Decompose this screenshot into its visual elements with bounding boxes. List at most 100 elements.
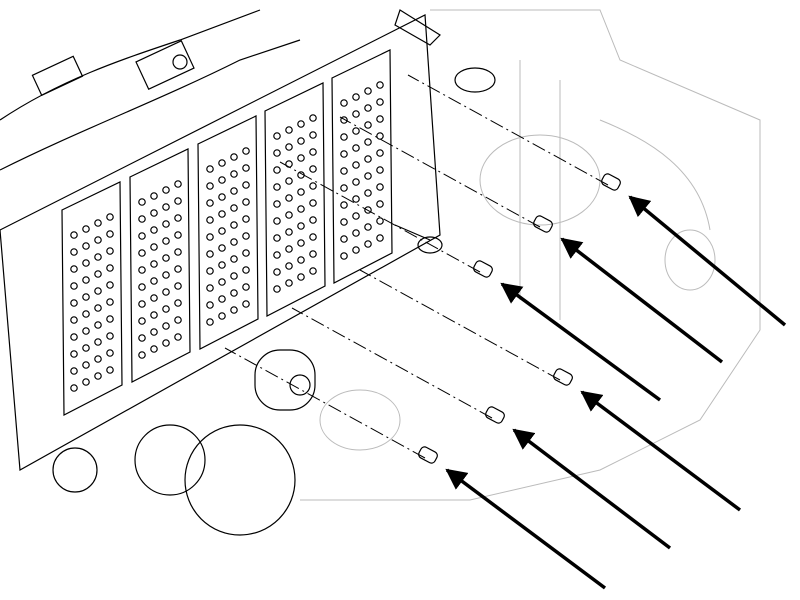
connector-pin [150,192,158,200]
connector-pin [364,172,372,180]
connector-pin [273,285,281,293]
connector-pin [352,144,360,152]
connector-pin [230,204,238,212]
connector-pin [285,177,293,185]
connector-pin [106,264,114,272]
centerline [339,116,541,228]
direction-arrow [560,237,724,364]
connector-pin [352,246,360,254]
connector-pin [174,197,182,205]
connector-pin [150,277,158,285]
connector-pin [340,99,348,107]
connector-pin [94,236,102,244]
connector-block [331,49,393,284]
connector-pin [94,287,102,295]
connector-pin [70,316,78,324]
connector-pin [174,214,182,222]
connector-pin [70,265,78,273]
connector-pin [364,121,372,129]
connector-pin [285,194,293,202]
connector-pin [352,178,360,186]
connector-pin [206,267,214,275]
connector-pin [206,182,214,190]
connector-pin [82,310,90,318]
connector-pin [218,312,226,320]
connector-pin [340,235,348,243]
connector-pin [174,316,182,324]
connector-pin [70,367,78,375]
connector-pin [94,270,102,278]
connector-pin [242,215,250,223]
connector-pin [309,267,317,275]
connector-pin [150,226,158,234]
screw-icon [418,446,438,464]
connector-pin [162,339,170,347]
connector-block [61,181,123,416]
connector-pin [230,170,238,178]
direction-arrow [500,282,662,402]
connector-pin [82,242,90,250]
connector-pin [352,127,360,135]
connector-pin [138,300,146,308]
connector-pin [364,155,372,163]
connector-pin [376,166,384,174]
connector-pin [70,333,78,341]
connector-pin [82,361,90,369]
connector-pin [340,133,348,141]
connector-pin [82,225,90,233]
direction-arrow [445,468,607,590]
connector-pin [94,321,102,329]
connector-pin [309,131,317,139]
direction-arrow [628,195,787,327]
connector-pin [150,328,158,336]
connector-pin [162,322,170,330]
connector-pin [242,198,250,206]
connector-pin [230,187,238,195]
screw-icon [553,368,573,386]
connector-pin [174,282,182,290]
connector-pin [106,247,114,255]
connector-pin [218,210,226,218]
connector-pin [242,266,250,274]
connector-pin [297,137,305,145]
connector-pin [364,138,372,146]
connector-pin [162,288,170,296]
connector-pin [70,384,78,392]
connector-pin [174,180,182,188]
screw-icon [601,173,621,191]
connector-pin [352,93,360,101]
connector-pin [364,189,372,197]
connector-pin [106,332,114,340]
connector-pin [94,372,102,380]
connector-pin [230,306,238,314]
background-housing [300,9,761,501]
connector-pin [273,166,281,174]
connector-pin [340,201,348,209]
connector-pin [230,238,238,246]
connector-pin [206,301,214,309]
connector-pin [273,200,281,208]
connector-pin [138,334,146,342]
connector-pin [309,165,317,173]
connector-pin [138,249,146,257]
connector-pin [309,233,317,241]
connector-pin [364,104,372,112]
connector-pin [218,278,226,286]
centerline [359,269,561,381]
connector-pin [138,266,146,274]
connector-pin [218,261,226,269]
connector-pin [309,148,317,156]
connector-pin [309,199,317,207]
connector-pin [376,149,384,157]
direction-arrow [512,428,672,550]
connector-pin [138,317,146,325]
connector-pin [174,248,182,256]
connector-pin [285,279,293,287]
connector-pin [297,205,305,213]
connector-pin [162,186,170,194]
connector-pin [230,272,238,280]
connector-pin [352,229,360,237]
connector-pin [376,183,384,191]
connector-pin [150,260,158,268]
